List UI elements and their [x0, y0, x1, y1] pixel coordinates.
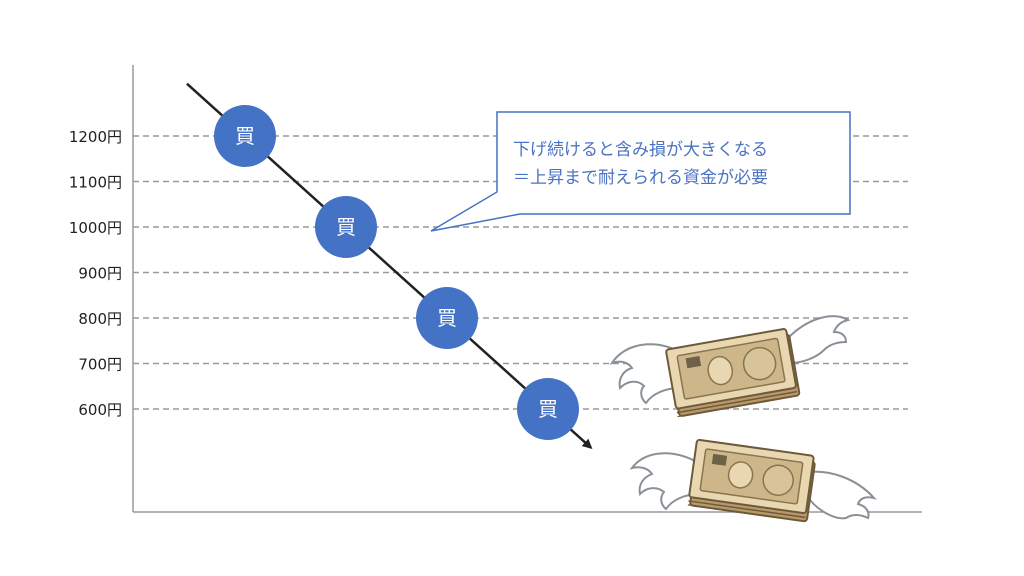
buy-marker-label: 買: [235, 124, 255, 148]
flying-money-icon: [629, 438, 877, 523]
flying-money-icon: [609, 315, 851, 418]
buy-marker: [315, 196, 377, 258]
buy-marker: [517, 378, 579, 440]
buy-marker: [416, 287, 478, 349]
callout: 下げ続けると含み損が大きくなる ＝上昇まで耐えられる資金が必要: [430, 111, 851, 232]
y-tick-label: 1000円: [69, 219, 122, 237]
y-axis-tick-labels: 1200円 1100円 1000円 900円 800円 700円 600円: [69, 128, 122, 419]
y-tick-label: 1100円: [69, 174, 122, 192]
buy-marker-label: 買: [437, 306, 457, 330]
y-tick-label: 800円: [78, 310, 122, 328]
buy-marker: [214, 105, 276, 167]
callout-bubble: [430, 111, 851, 232]
y-tick-label: 1200円: [69, 128, 122, 146]
y-tick-label: 700円: [78, 356, 122, 374]
callout-line-1: 下げ続けると含み損が大きくなる: [513, 140, 768, 160]
callout-line-2: ＝上昇まで耐えられる資金が必要: [513, 168, 768, 188]
buy-marker-label: 買: [538, 397, 558, 421]
buy-marker-label: 買: [336, 215, 356, 239]
y-tick-label: 900円: [78, 265, 122, 283]
y-tick-label: 600円: [78, 401, 122, 419]
